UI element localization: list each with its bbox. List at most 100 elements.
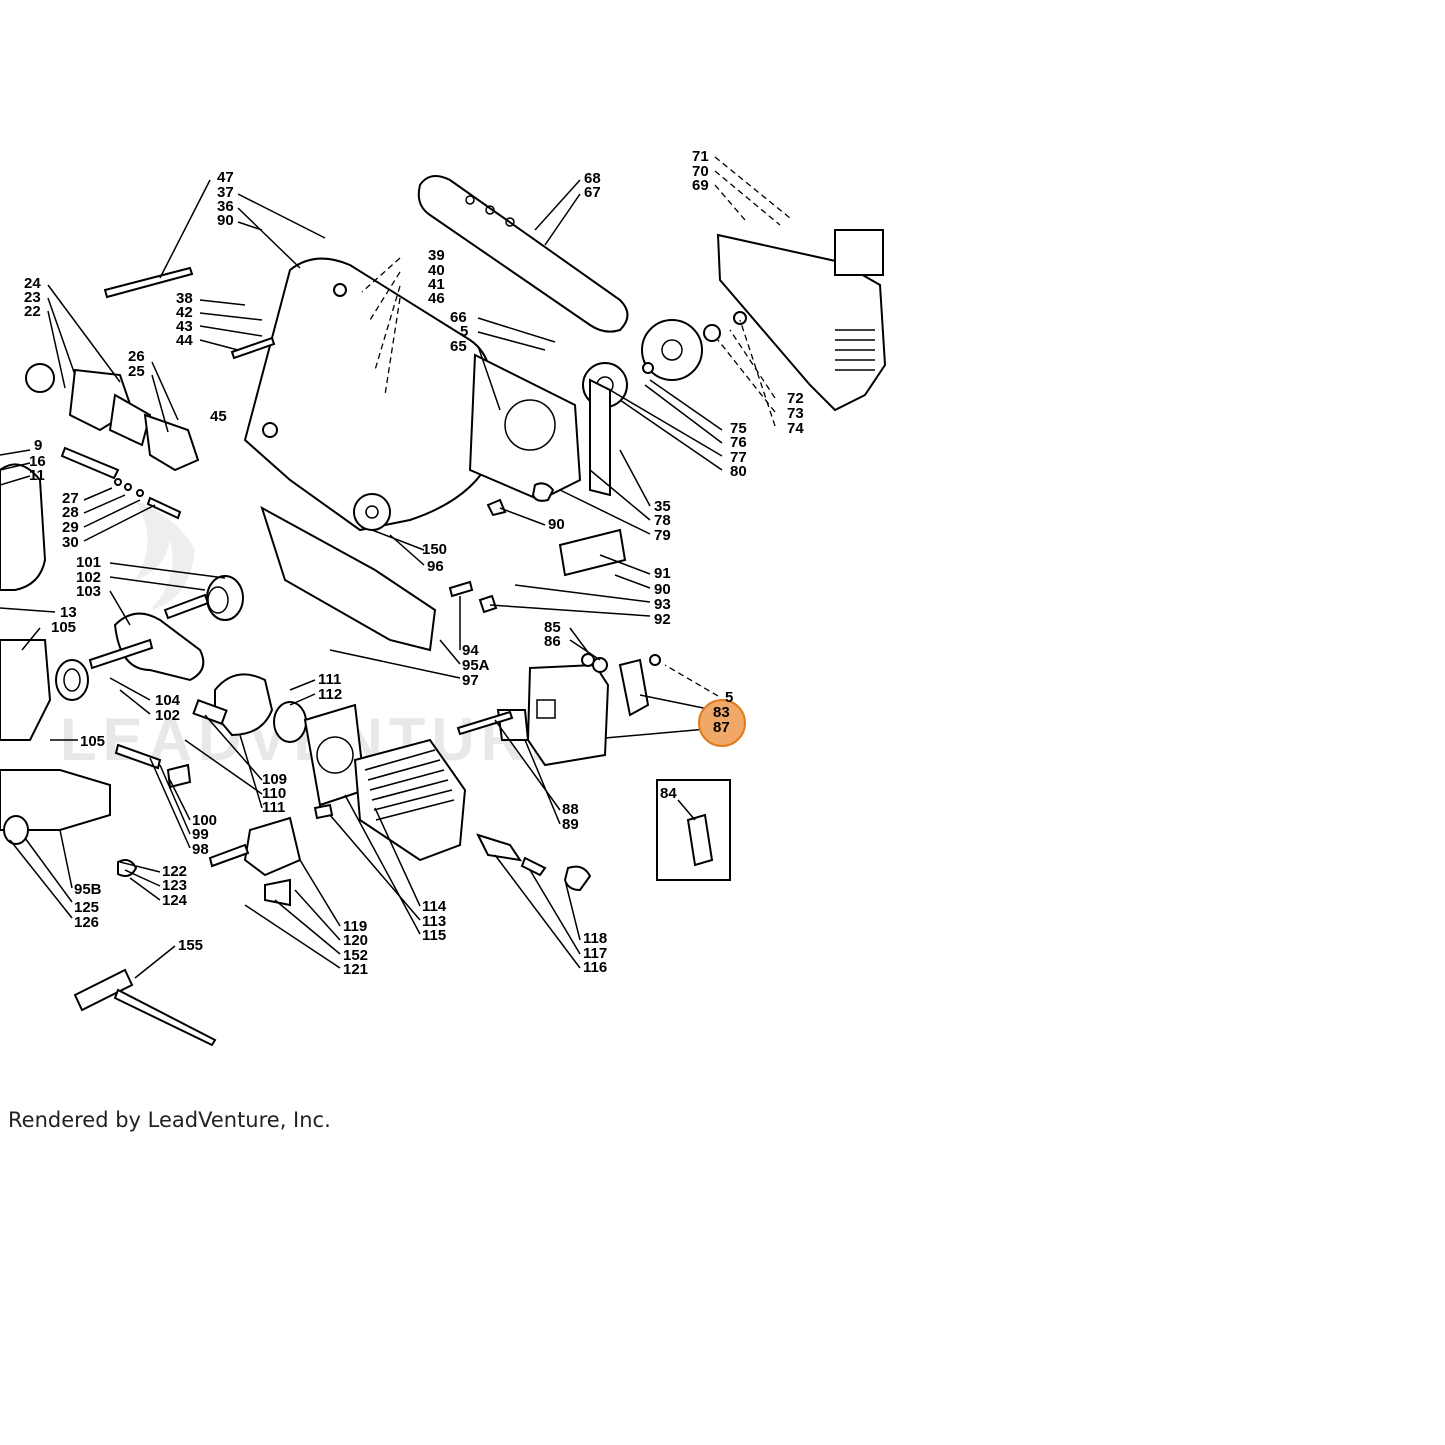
callout-70: 70 <box>692 163 709 180</box>
callout-155: 155 <box>178 937 203 954</box>
callout-98: 98 <box>192 841 209 858</box>
callout-77: 77 <box>730 449 747 466</box>
callout-43: 43 <box>176 318 193 335</box>
callout-120: 120 <box>343 932 368 949</box>
callout-100: 100 <box>192 812 217 829</box>
callout-29: 29 <box>62 519 79 536</box>
callout-115: 115 <box>422 927 446 944</box>
callout-150: 150 <box>422 541 447 558</box>
callout-24: 24 <box>24 275 41 292</box>
callout-38: 38 <box>176 290 193 307</box>
callout-71: 71 <box>692 148 709 165</box>
callout-23: 23 <box>24 289 41 306</box>
callout-90b: 90 <box>548 516 565 533</box>
adjust-screw <box>60 446 182 520</box>
callout-36: 36 <box>217 198 234 215</box>
callout-76: 76 <box>730 434 747 451</box>
clutch-cover <box>716 229 887 412</box>
callout-114: 114 <box>422 898 447 915</box>
carburetor <box>25 363 200 472</box>
callout-44: 44 <box>176 332 193 349</box>
callout-126: 126 <box>74 914 99 931</box>
callout-90c: 90 <box>654 581 671 598</box>
callout-75: 75 <box>730 420 747 437</box>
misc-fasteners <box>103 266 661 877</box>
callout-37: 37 <box>217 184 234 201</box>
callout-91: 91 <box>654 565 671 582</box>
callout-84: 84 <box>660 785 677 802</box>
callout-122: 122 <box>162 863 187 880</box>
ignition-coil <box>208 816 302 907</box>
callout-86: 86 <box>544 633 561 650</box>
callout-40: 40 <box>428 262 445 279</box>
callout-152: 152 <box>343 947 368 964</box>
callout-35: 35 <box>654 498 671 515</box>
starter-housing <box>0 639 111 845</box>
wrench-tool <box>73 968 217 1047</box>
callout-30: 30 <box>62 534 79 551</box>
callout-13: 13 <box>60 604 77 621</box>
callout-118: 118 <box>583 930 607 947</box>
spark-plug <box>476 833 592 892</box>
callout-69: 69 <box>692 177 709 194</box>
callout-47: 47 <box>217 169 234 186</box>
callout-67: 67 <box>584 184 601 201</box>
callout-68: 68 <box>584 170 601 187</box>
callout-93: 93 <box>654 596 671 613</box>
callout-65: 65 <box>450 338 467 355</box>
callout-66: 66 <box>450 309 467 326</box>
callout-39: 39 <box>428 247 445 264</box>
callout-123: 123 <box>162 877 187 894</box>
callout-16: 16 <box>29 453 46 470</box>
callout-41: 41 <box>428 276 445 293</box>
callout-42: 42 <box>176 304 193 321</box>
callout-112: 112 <box>318 686 342 703</box>
callout-88: 88 <box>562 801 579 818</box>
callout-102b: 102 <box>155 707 180 724</box>
callout-5: 5 <box>460 323 468 340</box>
piston <box>192 673 307 743</box>
callout-45: 45 <box>210 408 227 425</box>
callout-26: 26 <box>128 348 145 365</box>
watermark-logo-icon <box>135 500 195 610</box>
callout-78: 78 <box>654 512 671 529</box>
leader-lines <box>0 156 791 979</box>
callout-119: 119 <box>343 918 367 935</box>
callout-73: 73 <box>787 405 804 422</box>
callout-113: 113 <box>422 913 446 930</box>
callout-9: 9 <box>34 437 42 454</box>
callout-labels: 47 37 36 90 39 40 41 46 68 67 71 70 69 2… <box>24 148 804 978</box>
highlight-marker-83-87[interactable] <box>698 699 746 747</box>
callout-117: 117 <box>583 945 607 962</box>
callout-102: 102 <box>76 569 101 586</box>
callout-111b: 111 <box>262 799 285 816</box>
callout-25: 25 <box>128 363 145 380</box>
fuel-tank <box>0 463 47 591</box>
callout-99: 99 <box>192 826 209 843</box>
callout-121: 121 <box>343 961 368 978</box>
callout-125: 125 <box>74 899 99 916</box>
callout-85: 85 <box>544 619 561 636</box>
engine-housing <box>243 257 611 652</box>
callout-97: 97 <box>462 672 479 689</box>
crankshaft <box>55 575 244 701</box>
callout-110: 110 <box>262 785 286 802</box>
callout-95a: 95A <box>462 657 490 674</box>
callout-94: 94 <box>462 642 479 659</box>
callout-104: 104 <box>155 692 181 709</box>
callout-83: 83 <box>713 704 730 721</box>
callout-124: 124 <box>162 892 188 909</box>
callout-11: 11 <box>29 467 45 484</box>
callout-72: 72 <box>787 390 804 407</box>
callout-105b: 105 <box>80 733 105 750</box>
callout-22: 22 <box>24 303 41 320</box>
callout-90: 90 <box>217 212 234 229</box>
callout-89: 89 <box>562 816 579 833</box>
muffler <box>456 658 650 767</box>
rendered-by-credit: Rendered by LeadVenture, Inc. <box>8 1108 331 1132</box>
callout-74: 74 <box>787 420 804 437</box>
callout-96: 96 <box>427 558 444 575</box>
callout-27: 27 <box>62 490 79 507</box>
